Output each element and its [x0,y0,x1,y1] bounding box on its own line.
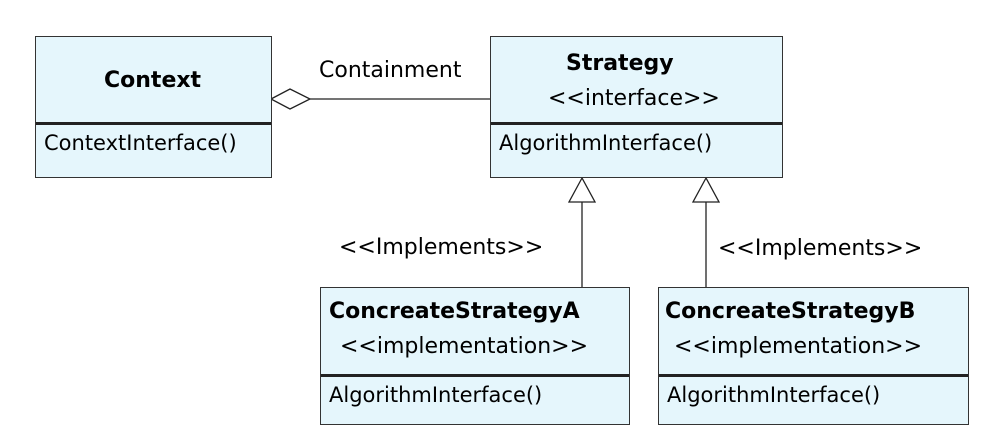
class-concrete-strategy-b-stereotype: <<implementation>> [674,334,923,359]
class-context-name: Context [104,68,202,93]
class-concrete-strategy-a-operation: AlgorithmInterface() [329,383,543,407]
realization-arrowhead-a-icon [567,176,597,203]
class-strategy-header: Strategy <<interface>> [491,37,782,125]
class-strategy-stereotype: <<interface>> [548,86,720,111]
containment-label: Containment [319,58,462,83]
class-context-operation: ContextInterface() [44,131,237,155]
class-context-header: Context [36,37,271,125]
class-strategy-operation: AlgorithmInterface() [499,131,713,155]
class-strategy: Strategy <<interface>> AlgorithmInterfac… [490,36,783,178]
class-concrete-strategy-a-name: ConcreateStrategyA [329,299,580,324]
implements-b-label: <<Implements>> [718,236,923,261]
class-concrete-strategy-a-stereotype: <<implementation>> [340,334,589,359]
class-concrete-strategy-b-operation: AlgorithmInterface() [667,383,881,407]
class-strategy-name: Strategy [566,51,674,76]
class-concrete-strategy-b: ConcreateStrategyB <<implementation>> Al… [658,287,969,425]
class-concrete-strategy-b-header: ConcreateStrategyB <<implementation>> [659,288,968,377]
class-concrete-strategy-b-name: ConcreateStrategyB [665,299,916,324]
class-context: Context ContextInterface() [35,36,272,178]
realization-arrowhead-b-icon [691,176,721,203]
aggregation-diamond-icon [269,88,312,110]
implements-a-label: <<Implements>> [339,235,544,260]
class-concrete-strategy-a-header: ConcreateStrategyA <<implementation>> [321,288,629,377]
class-concrete-strategy-a: ConcreateStrategyA <<implementation>> Al… [320,287,630,425]
